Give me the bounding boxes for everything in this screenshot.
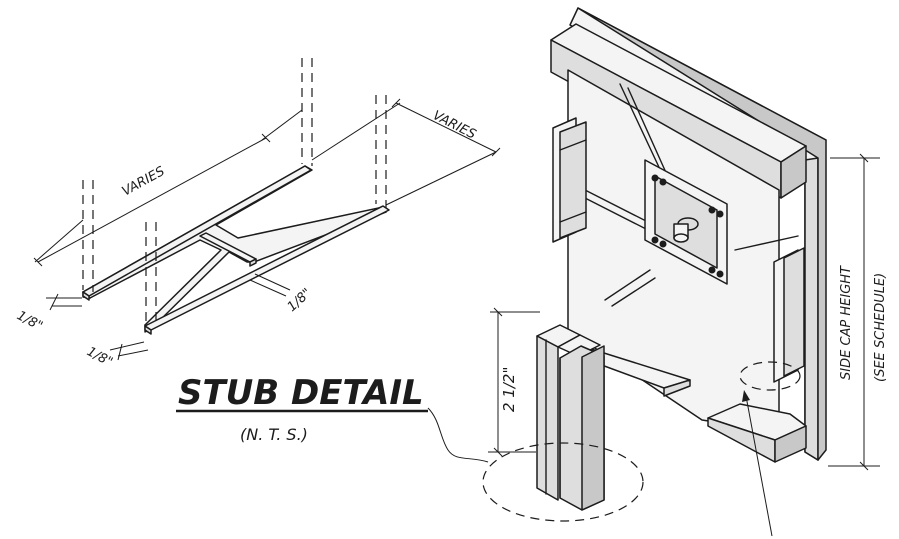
stub-callout-ellipse [482, 442, 644, 522]
side-cap-height-label: SIDE CAP HEIGHT [839, 265, 854, 380]
dim-eighth-c: 1/8" [285, 286, 315, 315]
dim-varies-right: VARIES [430, 108, 478, 142]
side-cap-assembly: 2 1/2" SIDE CAP HEIGHT (SEE SCHEDULE) [482, 7, 888, 537]
see-schedule-label: (SEE SCHEDULE) [873, 273, 888, 382]
stub-plate-isometric: VARIES VARIES 1/8" 1/8" 1/8" [14, 58, 501, 370]
dim-varies-top: VARIES [120, 164, 168, 200]
detail-title: STUB DETAIL [178, 373, 424, 413]
dim-eighth-b: 1/8" [84, 344, 115, 370]
stub-height-label: 2 1/2" [500, 367, 518, 412]
detail-subtitle: (N. T. S.) [240, 425, 308, 444]
dim-eighth-a: 1/8" [14, 308, 45, 334]
detail-title-block: STUB DETAIL (N. T. S.) [176, 373, 489, 463]
